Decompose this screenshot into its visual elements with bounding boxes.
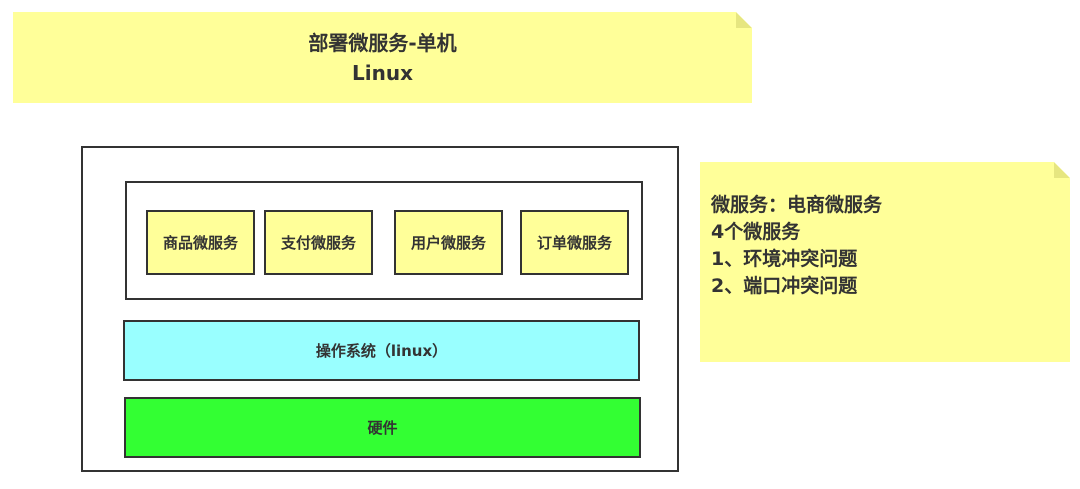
hardware-layer: 硬件	[124, 397, 641, 458]
note-fold-corner	[1054, 162, 1070, 178]
user-service-box: 用户微服务	[394, 210, 503, 275]
title-line-2: Linux	[352, 60, 413, 85]
side-note-line: 1、环境冲突问题	[711, 248, 858, 270]
title-line-1: 部署微服务-单机	[308, 30, 457, 55]
payment-service-box: 支付微服务	[264, 210, 373, 275]
order-service-box: 订单微服务	[520, 210, 629, 275]
title-note: 部署微服务-单机 Linux	[13, 12, 752, 103]
side-note: 微服务：电商微服务 4个微服务 1、环境冲突问题 2、端口冲突问题	[700, 162, 1070, 362]
side-note-text: 微服务：电商微服务 4个微服务 1、环境冲突问题 2、端口冲突问题	[711, 192, 882, 300]
product-service-box: 商品微服务	[146, 210, 255, 275]
os-layer: 操作系统（linux）	[123, 320, 640, 381]
side-note-line: 2、端口冲突问题	[711, 275, 858, 297]
side-note-line: 微服务：电商微服务	[711, 194, 883, 216]
side-note-line: 4个微服务	[711, 221, 801, 243]
note-fold-corner	[736, 12, 752, 28]
